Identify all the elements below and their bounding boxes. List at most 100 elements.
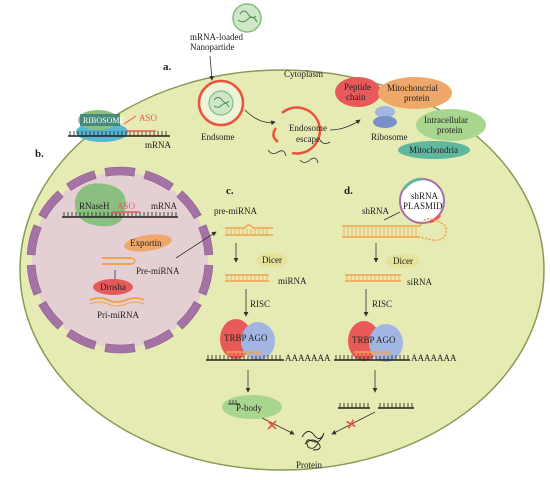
nuclear-envelope-segment bbox=[143, 170, 174, 191]
pre-mirna-hairpin-c bbox=[225, 224, 273, 236]
block-x-c bbox=[267, 420, 277, 430]
mito-protein-label-1: Mitochoncrial bbox=[387, 83, 438, 93]
nuclear-envelope-segment bbox=[38, 190, 64, 220]
drosha-label: Drosha bbox=[100, 282, 126, 292]
mrna-label-top: mRNA bbox=[145, 140, 172, 150]
shrna-hairpin bbox=[342, 218, 448, 242]
peptide-label-2: chain bbox=[346, 92, 366, 102]
escape-label-1: Endosome bbox=[289, 123, 327, 133]
sirna-to-protein-arrow bbox=[331, 411, 376, 435]
risc-label-c: RISC bbox=[250, 299, 270, 309]
pre-mirna-label-c: pre-miRNA bbox=[214, 206, 257, 216]
exportin-label: Exportin bbox=[130, 238, 162, 248]
nuclear-envelope-segment bbox=[176, 190, 202, 220]
arrow-to-escape bbox=[244, 109, 276, 126]
plasmid-label-1: shRNA bbox=[411, 191, 439, 201]
endosome-label: Endsome bbox=[201, 132, 235, 142]
arrow-to-ribosome bbox=[329, 119, 361, 131]
nuclear-envelope-segment bbox=[26, 224, 42, 256]
nuclear-envelope-segment bbox=[66, 170, 97, 191]
intracellular-protein-blob bbox=[416, 109, 486, 141]
mrna-label-nucleus: mRNA bbox=[151, 201, 178, 211]
dicer-blob-d bbox=[386, 254, 420, 268]
nuclear-envelope-segment bbox=[104, 343, 136, 354]
nuclear-envelope-segment bbox=[198, 264, 214, 296]
shrna-label: shRNA bbox=[362, 206, 390, 216]
rnaseh-label: RNaseH bbox=[79, 201, 110, 211]
pbody-to-protein-arrow bbox=[261, 417, 295, 435]
nuclear-envelope-segment bbox=[198, 224, 214, 256]
nanoparticle-label-1: mRNA-loaded bbox=[190, 32, 243, 42]
panel-label-a: a. bbox=[163, 61, 172, 73]
ribosome-small bbox=[373, 106, 397, 128]
entry-arrow bbox=[209, 55, 215, 81]
panel-label-b: b. bbox=[35, 148, 44, 160]
endosome bbox=[197, 79, 245, 127]
nanoparticle-label-2: Nanopartide bbox=[190, 42, 234, 52]
cell-body bbox=[19, 69, 545, 471]
pri-mirna-strand bbox=[89, 297, 145, 307]
mrna-strand-nucleus bbox=[62, 211, 178, 218]
target-mrna-d bbox=[334, 351, 410, 361]
nuclear-envelope-segment bbox=[176, 300, 202, 330]
pbody-strand bbox=[228, 400, 240, 405]
target-mrna-c bbox=[206, 351, 284, 361]
pri-mirna-label: Pri-miRNA bbox=[97, 310, 140, 320]
panel-label-c: c. bbox=[226, 185, 234, 197]
mrna-strand-top bbox=[68, 130, 170, 137]
nuclear-envelope bbox=[26, 166, 214, 354]
nuclear-envelope-segment bbox=[66, 329, 97, 350]
sirna-duplex bbox=[345, 274, 401, 282]
nanoparticle bbox=[232, 3, 262, 33]
mirna-label: miRNA bbox=[278, 276, 307, 286]
pre-mirna-nucleus bbox=[102, 257, 136, 265]
aso-inhibit-line bbox=[123, 115, 137, 125]
trbp-label-c: TRBP bbox=[224, 333, 247, 343]
peptide-label-1: Peptide bbox=[344, 82, 371, 92]
export-arrow bbox=[175, 231, 217, 259]
dicer-label-d: Dicer bbox=[393, 256, 413, 266]
trbp-label-d: TRBP bbox=[352, 335, 375, 345]
polya-label-d: AAAAAAA bbox=[411, 353, 457, 363]
mitochondrial-protein-blob bbox=[378, 77, 452, 109]
ago-blob-c bbox=[241, 322, 275, 360]
ribosome-label-b: RIBOSOME bbox=[83, 116, 124, 125]
plasmid-pointer bbox=[383, 211, 401, 221]
pbody-blob bbox=[222, 395, 282, 419]
panel-label-d: d. bbox=[344, 185, 353, 197]
ribosome-label-a: Ribosome bbox=[371, 132, 408, 142]
nuclear-envelope-segment bbox=[104, 166, 136, 177]
pre-mirna-label-nucleus: Pre-miRNA bbox=[136, 266, 180, 276]
dicer-label-c: Dicer bbox=[262, 255, 282, 265]
drosha-blob bbox=[93, 279, 133, 295]
protein-label: Protein bbox=[296, 460, 322, 470]
risc-label-d: RISC bbox=[372, 299, 392, 309]
polya-label-c: AAAAAAA bbox=[285, 353, 331, 363]
plasmid-label-2: PLASMID bbox=[403, 201, 443, 211]
pbody-label: P-body bbox=[236, 403, 263, 413]
block-x-d bbox=[346, 419, 356, 429]
cleaved-mrna-d bbox=[338, 403, 414, 409]
mirna-duplex bbox=[225, 274, 269, 282]
intracellular-label-1: Intracellular bbox=[424, 115, 468, 125]
mitochondria-label: Mitochondria bbox=[409, 145, 458, 155]
dicer-blob-c bbox=[256, 253, 288, 267]
exportin-blob bbox=[124, 234, 172, 252]
intracellular-label-2: protein bbox=[437, 125, 463, 135]
cytoplasm-label: Cytoplasm bbox=[284, 69, 323, 79]
sirna-label: siRNA bbox=[407, 277, 433, 287]
escape-label-2: escape bbox=[296, 134, 320, 144]
ago-label-c: AGO bbox=[248, 333, 268, 343]
protein-knot bbox=[301, 431, 325, 451]
nuclear-envelope-segment bbox=[143, 329, 174, 350]
peptide-chain-blob bbox=[335, 77, 381, 107]
nuclear-envelope-segment bbox=[26, 264, 42, 296]
mitochondria-blob bbox=[398, 141, 470, 159]
aso-label-top: ASO bbox=[139, 113, 158, 123]
mito-protein-label-2: protein bbox=[404, 93, 430, 103]
endosome-escape bbox=[267, 106, 331, 164]
aso-label-nucleus: ASO bbox=[117, 201, 136, 211]
ago-label-d: AGO bbox=[376, 335, 396, 345]
